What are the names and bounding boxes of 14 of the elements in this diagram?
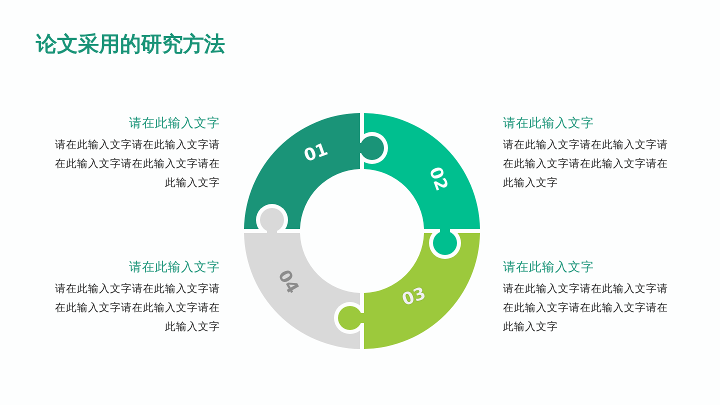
- item-description: 请在此输入文字请在此输入文字请在此输入文字请在此输入文字请在此输入文字: [503, 282, 668, 335]
- step-number: 04: [273, 266, 303, 298]
- step-number: 02: [424, 164, 452, 194]
- step-number: 01: [301, 140, 331, 166]
- item-heading: 请在此输入文字: [129, 259, 220, 274]
- item-description: 请在此输入文字请在此输入文字请在此输入文字请在此输入文字请在此输入文字: [503, 138, 668, 191]
- item-heading: 请在此输入文字: [503, 259, 594, 274]
- item-description: 请在此输入文字请在此输入文字请在此输入文字请在此输入文字请在此输入文字: [55, 138, 220, 191]
- item-heading: 请在此输入文字: [129, 115, 220, 130]
- item-heading: 请在此输入文字: [503, 115, 594, 130]
- step-number: 03: [399, 284, 429, 310]
- title: 论文采用的研究方法: [36, 31, 225, 58]
- puzzle-piece: [244, 205, 360, 349]
- item-description: 请在此输入文字请在此输入文字请在此输入文字请在此输入文字请在此输入文字: [55, 282, 220, 335]
